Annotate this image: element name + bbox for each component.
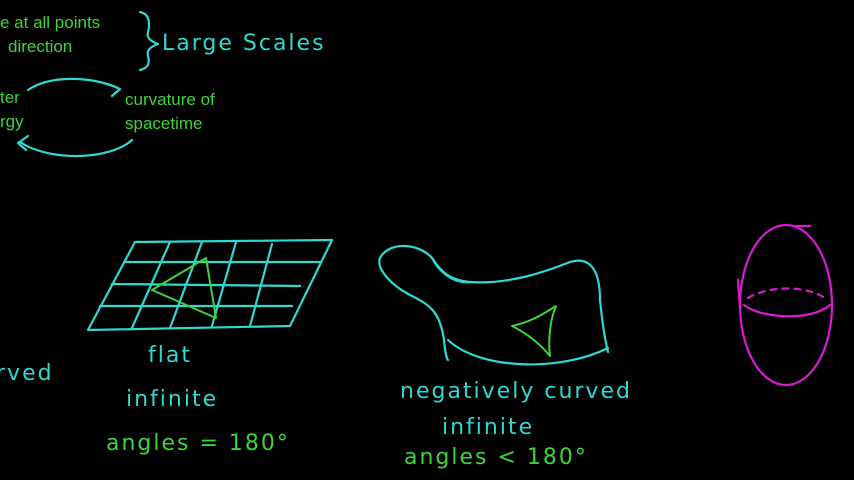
brace xyxy=(138,10,160,72)
saddle-surface xyxy=(378,244,610,366)
top-line-2: direction xyxy=(8,37,72,56)
saddle-sub: infinite xyxy=(442,415,534,440)
sphere-shape xyxy=(736,223,834,387)
large-scales-note: Large Scales xyxy=(162,31,326,56)
flat-plane xyxy=(86,238,334,332)
top-line-1: e at all points xyxy=(0,13,100,32)
flat-angles: angles = 180° xyxy=(106,431,290,456)
cycle-arrow-top-head xyxy=(106,82,122,98)
saddle-triangle xyxy=(511,305,557,357)
cycle-left-1: ter xyxy=(0,88,20,107)
saddle-angles: angles < 180° xyxy=(404,445,588,470)
cycle-left-2: rgy xyxy=(0,112,24,131)
cycle-right-2: spacetime xyxy=(125,114,202,133)
cycle-arrow-bottom xyxy=(18,138,134,158)
left-fragment: rved xyxy=(0,361,54,386)
flat-sub: infinite xyxy=(126,387,218,412)
flat-label: flat xyxy=(148,343,192,368)
saddle-label: negatively curved xyxy=(400,379,632,404)
cycle-right-1: curvature of xyxy=(125,90,215,109)
cycle-arrow-bottom-head xyxy=(16,134,30,152)
flat-triangle xyxy=(151,257,217,319)
cycle-arrow-top xyxy=(26,77,120,92)
